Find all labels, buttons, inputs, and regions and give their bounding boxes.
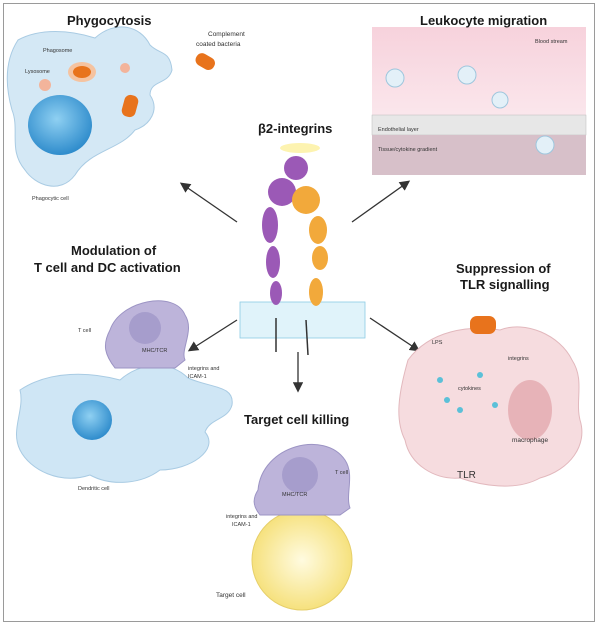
label-lps: LPS (432, 340, 443, 346)
arrow-to-phagocytosis (179, 182, 238, 223)
label-lysosome: Lysosome (25, 69, 50, 75)
panel-title: Phygocytosis (67, 13, 152, 28)
label-dendritic-cell: Dendritic cell (78, 486, 109, 492)
dendritic-cell (16, 365, 233, 483)
label-target-cell: Target cell (216, 592, 246, 599)
leukocyte (491, 91, 509, 109)
beta-chain (262, 156, 308, 305)
cytokine (477, 372, 483, 378)
label-integrins: integrins (508, 356, 529, 362)
integrin-center: β2-integrins (239, 121, 366, 356)
cytokine (444, 397, 450, 403)
label-bacteria: coated bacteria (196, 41, 241, 48)
panel-title: TLR signalling (460, 277, 550, 292)
label-integrins: integrins and (226, 514, 258, 520)
label-bacteria: Complement (208, 31, 245, 38)
modulation-panel: Modulation of T cell and DC activation T… (16, 243, 233, 492)
migration-panel: Leukocyte migration Blood stream Endothe… (371, 13, 587, 175)
label-phagosome: Phagosome (43, 48, 72, 54)
leukocyte (535, 135, 555, 155)
arrows (179, 180, 421, 393)
ligand (280, 143, 320, 153)
bacterium (195, 53, 215, 70)
label-mhc: MHC/TCR (282, 492, 307, 498)
arrow-to-suppression (369, 317, 421, 352)
nucleus (28, 95, 92, 155)
lysosome (39, 79, 51, 91)
blood-stream (372, 27, 586, 127)
panel-title: T cell and DC activation (34, 260, 181, 275)
macrophage (398, 326, 583, 487)
cytokine (437, 377, 443, 383)
label-tlr: TLR (457, 470, 476, 481)
membrane (239, 301, 366, 339)
cytokine (492, 402, 498, 408)
bacterium (470, 316, 496, 334)
label-integrins: integrins and (188, 366, 220, 372)
tissue-layer (372, 135, 586, 175)
macrophage-nucleus (508, 380, 552, 440)
killing-panel: Target cell killing T cell MHC/TCR integ… (216, 412, 353, 611)
label-endothelial: Endothelial layer (378, 127, 419, 133)
leukocyte (385, 68, 405, 88)
leukocyte (457, 65, 477, 85)
suppression-panel: Suppression of TLR signalling LPS integr… (398, 261, 583, 487)
label-blood-stream: Blood stream (535, 39, 568, 45)
label-integrins: ICAM-1 (232, 522, 251, 528)
cytokine (457, 407, 463, 413)
label-gradient: Tissue/cytokine gradient (378, 147, 438, 153)
label-integrins: ICAM-1 (188, 374, 207, 380)
label-phagocytic-cell: Phagocytic cell (32, 196, 69, 202)
label-mhc: MHC/TCR (142, 348, 167, 354)
nucleus (72, 400, 112, 440)
t-cell-nucleus (282, 457, 318, 493)
panel-title: Suppression of (456, 261, 551, 276)
bacterium-phagosome (73, 66, 91, 78)
phagocytic-cell (6, 26, 173, 187)
label-t-cell: T cell (78, 328, 91, 334)
t-cell-nucleus (129, 312, 161, 344)
lysosome (120, 63, 130, 73)
arrow-to-modulation (187, 319, 238, 352)
panel-title: Leukocyte migration (420, 13, 547, 28)
figure-border (3, 3, 595, 622)
label-t-cell: T cell (335, 470, 348, 476)
panel-title: Target cell killing (244, 412, 349, 427)
label-macrophage: macrophage (512, 437, 549, 444)
target-cell (251, 509, 353, 611)
alpha-tail (305, 319, 309, 356)
arrow-to-migration (351, 180, 411, 223)
bacterium (121, 94, 139, 118)
label-cytokines: cytokines (458, 386, 481, 392)
phagocytosis-panel: Phygocytosis Phagosome Lysosome Compleme… (6, 13, 245, 202)
center-title: β2-integrins (258, 121, 332, 136)
panel-title: Modulation of (71, 243, 157, 258)
alpha-chain (292, 186, 328, 306)
